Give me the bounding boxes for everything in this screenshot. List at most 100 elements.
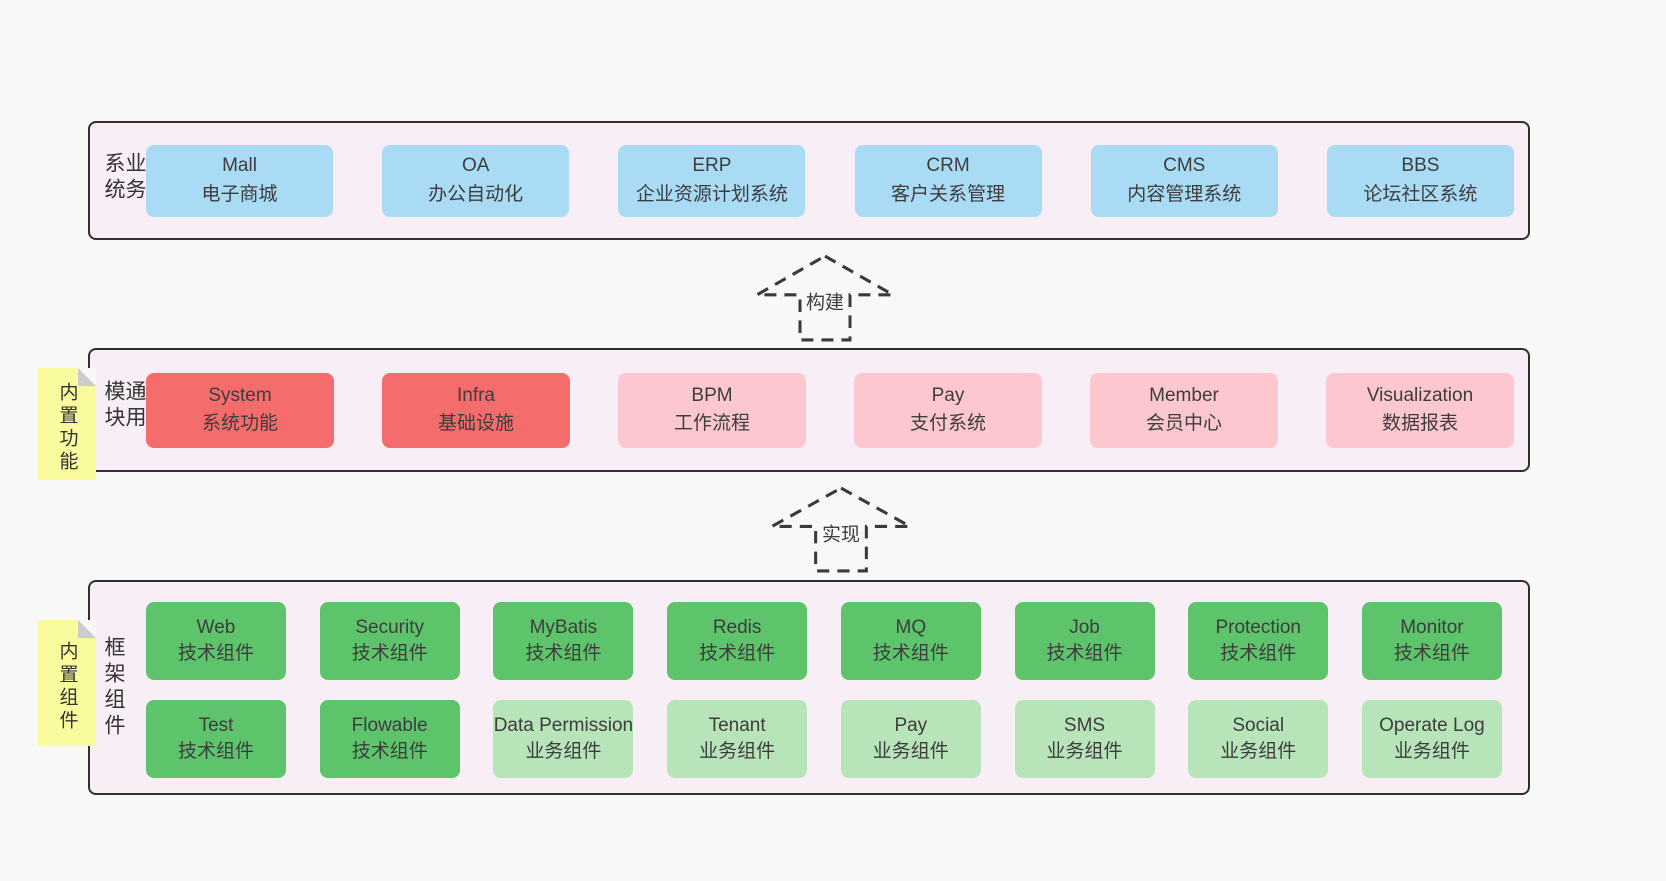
box-pay-system: Pay 支付系统 <box>854 372 1042 448</box>
box-mybatis: MyBatis 技术组件 <box>493 602 634 680</box>
box-subtitle: 技术组件 <box>351 643 428 664</box>
box-cms: CMS 内容管理系统 <box>1090 144 1278 217</box>
box-erp: ERP 企业资源计划系统 <box>618 144 806 217</box>
arrow-label-build: 构建 <box>802 290 848 318</box>
arrow-label-implement: 实现 <box>818 522 864 550</box>
box-title: System <box>208 384 272 406</box>
box-title: Mall <box>222 155 257 176</box>
box-title: Monitor <box>1400 617 1464 639</box>
box-pay-component: Pay 业务组件 <box>840 700 981 778</box>
box-title: Redis <box>712 617 762 639</box>
box-job: Job 技术组件 <box>1014 602 1155 680</box>
box-subtitle: 工作流程 <box>673 413 750 434</box>
box-subtitle: 技术组件 <box>1220 643 1297 664</box>
box-visualization: Visualization 数据报表 <box>1326 372 1514 448</box>
box-title: ERP <box>692 155 732 176</box>
box-subtitle: 技术组件 <box>525 643 602 664</box>
box-title: Web <box>196 617 236 639</box>
box-subtitle: 企业资源计划系统 <box>635 183 788 205</box>
box-system: System 系统功能 <box>146 372 334 448</box>
components-row-2: Test 技术组件 Flowable 技术组件 Data Permission … <box>146 700 1502 778</box>
box-title: SMS <box>1063 715 1106 737</box>
sticky-text: 内置功能 <box>56 382 78 474</box>
box-subtitle: 业务组件 <box>1220 741 1297 762</box>
box-mq: MQ 技术组件 <box>840 602 981 680</box>
box-protection: Protection 技术组件 <box>1188 602 1329 680</box>
box-redis: Redis 技术组件 <box>667 602 808 680</box>
box-title: Visualization <box>1366 384 1474 406</box>
arrow-implement: 实现 <box>770 486 912 573</box>
components-row-1: Web 技术组件 Security 技术组件 MyBatis 技术组件 Redi… <box>146 602 1502 680</box>
box-data-permission: Data Permission 业务组件 <box>493 700 634 778</box>
box-subtitle: 业务组件 <box>1393 741 1470 762</box>
box-subtitle: 论坛社区系统 <box>1363 183 1478 205</box>
modules-box-row: System 系统功能 Infra 基础设施 BPM 工作流程 Pay 支付系统… <box>146 350 1514 470</box>
box-subtitle: 技术组件 <box>872 643 949 664</box>
box-subtitle: 电子商城 <box>201 183 278 205</box>
box-title: Pay <box>931 384 965 406</box>
section-label-business: 业务系统 <box>102 151 146 204</box>
box-title: OA <box>461 155 490 176</box>
box-test: Test 技术组件 <box>146 700 286 778</box>
box-title: Operate Log <box>1379 715 1485 737</box>
box-subtitle: 技术组件 <box>1046 643 1123 664</box>
box-title: Member <box>1149 384 1219 406</box>
box-title: BBS <box>1401 155 1440 176</box>
box-operate-log: Operate Log 业务组件 <box>1361 700 1502 778</box>
box-sms: SMS 业务组件 <box>1014 700 1155 778</box>
box-monitor: Monitor 技术组件 <box>1361 602 1502 680</box>
box-title: Data Permission <box>493 715 634 737</box>
section-label-components: 框架组件 <box>102 635 125 740</box>
box-tenant: Tenant 业务组件 <box>667 700 808 778</box>
box-oa: OA 办公自动化 <box>382 144 570 217</box>
box-title: CRM <box>926 155 970 176</box>
box-bpm: BPM 工作流程 <box>618 372 806 448</box>
box-subtitle: 技术组件 <box>177 741 254 762</box>
box-subtitle: 技术组件 <box>351 741 428 762</box>
box-subtitle: 支付系统 <box>909 413 986 434</box>
dashed-up-arrow-shape <box>771 486 911 573</box>
box-title: Security <box>355 617 425 639</box>
box-title: Social <box>1232 715 1285 737</box>
box-crm: CRM 客户关系管理 <box>854 144 1042 217</box>
section-business-systems: 业务系统 Mall 电子商城 OA 办公自动化 ERP 企业资源计划系统 CRM… <box>88 121 1530 240</box>
section-framework-components: 框架组件 Web 技术组件 Security 技术组件 MyBatis 技术组件… <box>88 580 1530 795</box>
box-subtitle: 业务组件 <box>525 741 602 762</box>
box-subtitle: 基础设施 <box>437 413 514 434</box>
box-title: Flowable <box>351 715 428 737</box>
box-subtitle: 客户关系管理 <box>891 183 1006 205</box>
box-subtitle: 办公自动化 <box>428 183 524 205</box>
box-title: MQ <box>895 617 927 639</box>
dashed-up-arrow-shape <box>756 254 894 342</box>
box-title: MyBatis <box>529 617 598 639</box>
box-subtitle: 技术组件 <box>1393 643 1470 664</box>
box-subtitle: 系统功能 <box>201 413 278 434</box>
box-member: Member 会员中心 <box>1090 372 1278 448</box>
box-flowable: Flowable 技术组件 <box>319 700 460 778</box>
box-bbs: BBS 论坛社区系统 <box>1326 144 1514 217</box>
box-title: CMS <box>1163 155 1206 176</box>
box-title: BPM <box>691 384 733 406</box>
box-title: Job <box>1069 617 1100 639</box>
section-common-modules: 通用模块 System 系统功能 Infra 基础设施 BPM 工作流程 Pay… <box>88 348 1530 472</box>
box-subtitle: 技术组件 <box>699 643 776 664</box>
box-mall: Mall 电子商城 <box>146 144 333 217</box>
box-subtitle: 内容管理系统 <box>1127 183 1242 205</box>
box-title: Tenant <box>708 715 766 737</box>
box-security: Security 技术组件 <box>319 602 460 680</box>
box-web: Web 技术组件 <box>146 602 286 680</box>
box-subtitle: 业务组件 <box>872 741 949 762</box>
box-infra: Infra 基础设施 <box>382 372 570 448</box>
business-box-row: Mall 电子商城 OA 办公自动化 ERP 企业资源计划系统 CRM 客户关系… <box>146 123 1514 238</box>
sticky-text: 内置组件 <box>56 641 78 733</box>
box-social: Social 业务组件 <box>1188 700 1329 778</box>
box-subtitle: 数据报表 <box>1381 413 1458 434</box>
box-subtitle: 业务组件 <box>699 741 776 762</box>
box-title: Pay <box>894 715 928 737</box>
sticky-note-builtin-components: 内置组件 <box>38 620 96 746</box>
arrow-build: 构建 <box>755 254 895 342</box>
sticky-note-builtin-features: 内置功能 <box>38 368 96 480</box>
box-title: Infra <box>456 384 496 406</box>
box-title: Test <box>198 715 234 737</box>
section-label-modules: 通用模块 <box>102 380 146 432</box>
